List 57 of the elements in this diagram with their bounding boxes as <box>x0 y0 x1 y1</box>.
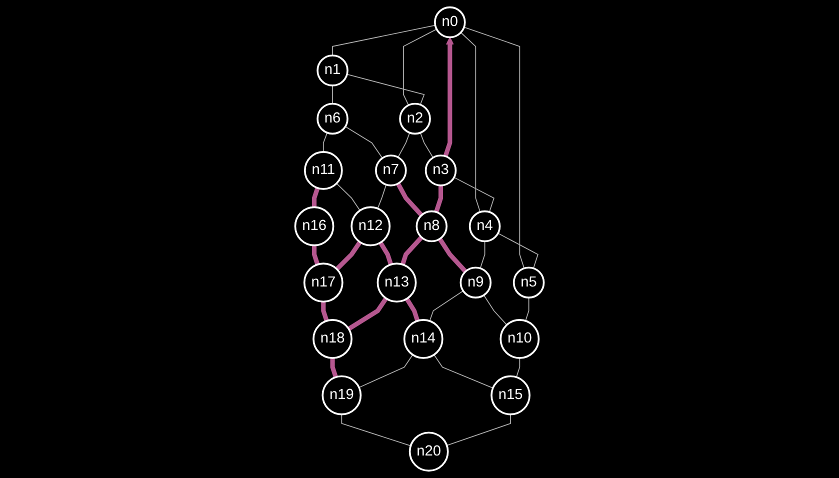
connector <box>312 245 320 266</box>
connector <box>434 354 494 388</box>
node-circle: n0 <box>434 6 466 38</box>
connector <box>438 238 468 274</box>
connector <box>322 132 328 152</box>
connector <box>404 298 420 322</box>
node-circle: n9 <box>460 266 492 298</box>
node-circle: n20 <box>408 432 449 472</box>
connector <box>429 290 464 322</box>
node-circle: n11 <box>304 151 343 190</box>
connector <box>346 74 425 106</box>
connector <box>341 414 412 446</box>
connector <box>396 182 424 217</box>
connector <box>498 232 538 269</box>
connector <box>336 182 360 211</box>
node-circle: n6 <box>316 102 348 135</box>
connector <box>516 358 520 378</box>
arrow <box>443 36 454 157</box>
connector <box>377 184 387 210</box>
connector <box>321 302 329 322</box>
connector <box>460 32 481 212</box>
connector <box>403 28 438 106</box>
connector <box>330 358 338 378</box>
node-circle: n5 <box>512 266 545 298</box>
connector <box>525 297 530 322</box>
connector <box>400 236 424 266</box>
node-circle: n2 <box>399 102 431 135</box>
node-circle: n15 <box>490 375 530 416</box>
connector <box>378 241 394 266</box>
node-circle: n12 <box>350 206 391 246</box>
node-circle: n13 <box>376 262 417 303</box>
connector <box>420 132 434 158</box>
node-circle: n8 <box>416 210 448 242</box>
node-circle: n16 <box>294 206 334 246</box>
connector <box>434 185 444 213</box>
connector <box>344 126 383 159</box>
node-circle: n7 <box>375 154 407 186</box>
node-circle: n19 <box>322 375 362 416</box>
connector <box>398 132 410 158</box>
connector <box>332 85 333 104</box>
connector <box>312 187 320 208</box>
connector <box>332 24 436 56</box>
connector <box>483 294 508 326</box>
node-circle: n1 <box>316 54 348 86</box>
node-circle: n4 <box>468 210 501 242</box>
node-circle: n17 <box>303 262 344 303</box>
connector <box>454 176 494 212</box>
connector <box>446 414 511 446</box>
connector <box>480 240 486 269</box>
connector <box>347 297 388 331</box>
node-circle: n14 <box>403 319 444 359</box>
node-circle: n18 <box>312 319 352 359</box>
node-circle: n10 <box>500 319 540 359</box>
connector <box>464 26 525 269</box>
connector <box>335 240 362 271</box>
connector <box>358 354 414 388</box>
node-circle: n3 <box>424 154 457 186</box>
